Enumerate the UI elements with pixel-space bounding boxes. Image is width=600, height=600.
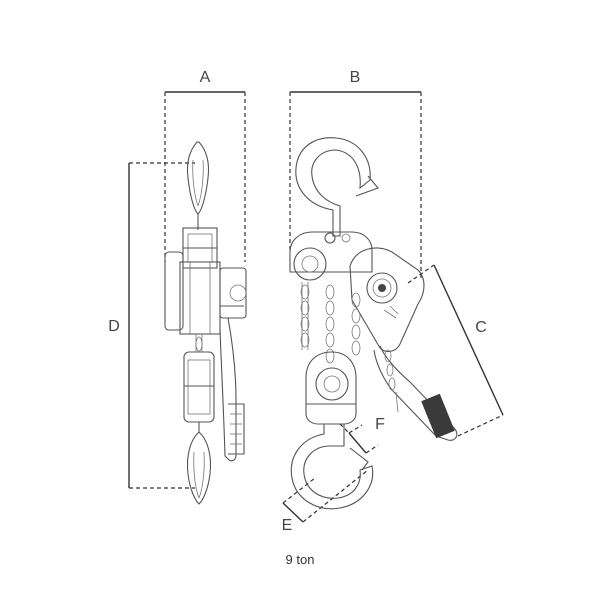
dimension-f-label: F <box>375 416 385 433</box>
dimension-e: E <box>282 469 369 534</box>
dimension-b-label: B <box>350 69 361 86</box>
dimension-d-label: D <box>108 318 120 335</box>
capacity-caption: 9 ton <box>285 552 315 567</box>
dimension-b: B <box>289 69 422 280</box>
dimension-e-label: E <box>282 517 293 534</box>
dimension-f-guide <box>339 423 350 434</box>
dimension-d: D <box>108 162 195 489</box>
hoist-side-view <box>164 141 247 505</box>
dimension-f: F <box>348 416 385 454</box>
dimension-c: C <box>407 264 504 437</box>
hoist-front-view <box>289 137 458 510</box>
dimension-a-label: A <box>200 69 211 86</box>
dimension-c-label: C <box>475 319 487 336</box>
dimension-a: A <box>164 69 246 262</box>
